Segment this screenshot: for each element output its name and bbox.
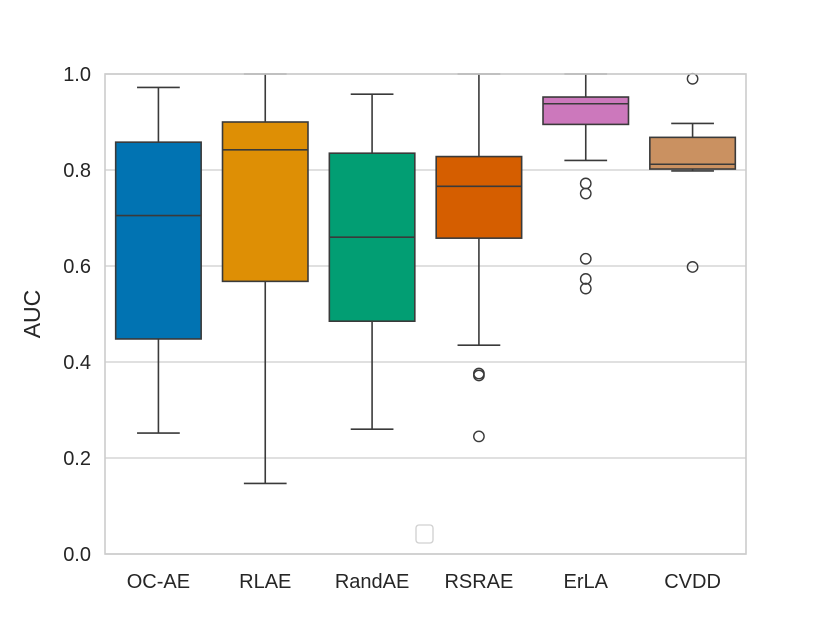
box-group bbox=[221, 73, 309, 485]
outlier-point bbox=[473, 369, 485, 382]
y-axis-ticks: 0.0 0.2 0.4 0.6 0.8 1.0 bbox=[63, 64, 91, 566]
box bbox=[435, 155, 523, 239]
box-group bbox=[328, 93, 416, 431]
y-tick-label: 0.2 bbox=[63, 448, 91, 470]
y-tick-label: 0.8 bbox=[63, 160, 91, 182]
y-tick-label: 0.6 bbox=[63, 256, 91, 278]
outlier-point bbox=[686, 261, 699, 273]
box-group bbox=[435, 73, 523, 443]
legend-box bbox=[415, 524, 434, 544]
plot-frame bbox=[104, 73, 747, 555]
box-group bbox=[114, 86, 202, 434]
box bbox=[114, 141, 202, 340]
box-group bbox=[649, 72, 737, 273]
x-tick-label: CVDD bbox=[664, 571, 721, 593]
boxes bbox=[114, 72, 737, 485]
x-tick-label: RandAE bbox=[335, 571, 410, 593]
outlier-point bbox=[579, 282, 592, 295]
box bbox=[221, 121, 309, 283]
x-tick-label: OC-AE bbox=[127, 571, 190, 593]
outlier-point bbox=[579, 273, 592, 285]
y-axis-label: AUC bbox=[19, 290, 45, 339]
outlier-point bbox=[473, 430, 485, 443]
outlier-point bbox=[686, 72, 699, 85]
y-tick-label: 1.0 bbox=[63, 64, 91, 86]
y-tick-label: 0.4 bbox=[63, 352, 91, 374]
x-tick-label: RLAE bbox=[239, 571, 291, 593]
y-tick-label: 0.0 bbox=[63, 544, 91, 566]
x-tick-label: ErLA bbox=[564, 571, 609, 593]
x-tick-label: RSRAE bbox=[444, 571, 513, 593]
x-axis-ticks: OC-AE RLAE RandAE RSRAE ErLA CVDD bbox=[127, 571, 721, 593]
outlier-point bbox=[579, 177, 592, 190]
outlier-point bbox=[579, 187, 592, 200]
box bbox=[542, 96, 630, 126]
outlier-point bbox=[579, 252, 592, 265]
box-group bbox=[542, 73, 630, 295]
